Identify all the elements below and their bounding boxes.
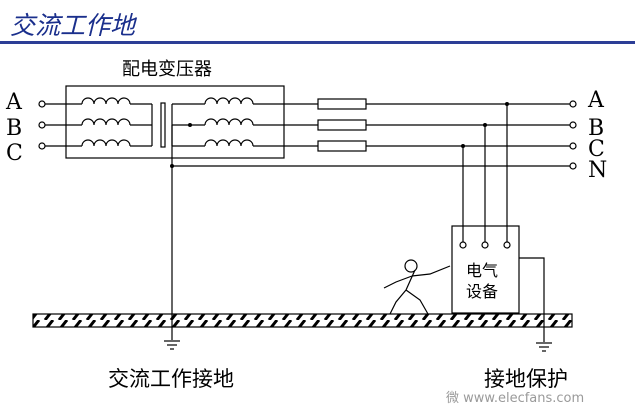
primary-coil-a	[81, 97, 131, 105]
output-phase-b-label: B	[588, 116, 604, 141]
fuse-b	[317, 119, 367, 131]
output-phase-a-label: A	[587, 88, 605, 113]
output-terminal-b	[569, 121, 577, 129]
primary-coil-b	[81, 118, 131, 126]
secondary-coil-a	[204, 97, 254, 105]
input-terminal-c	[38, 142, 46, 150]
secondary-coil-b	[204, 118, 254, 126]
person-figure	[383, 259, 451, 315]
output-terminal-c	[569, 142, 577, 150]
transformer-label: 配电变压器	[122, 59, 212, 80]
watermark: 微 www.elecfans.com	[446, 391, 584, 406]
earth-strip	[32, 313, 573, 328]
electrical-equipment-box	[451, 225, 520, 314]
input-phase-b-label: B	[6, 116, 22, 141]
equipment-label-line1: 电气	[466, 261, 498, 280]
input-terminal-a	[38, 100, 46, 108]
primary-coil-c	[81, 139, 131, 147]
output-neutral-label: N	[588, 158, 607, 183]
equipment-label-line2: 设备	[466, 282, 498, 301]
input-phase-a-label: A	[5, 90, 23, 115]
output-terminal-a	[569, 100, 577, 108]
input-phase-c-label: C	[6, 141, 23, 166]
transformer-box	[65, 85, 285, 159]
secondary-coil-c	[204, 139, 254, 147]
protective-ground-lead	[519, 257, 545, 342]
output-terminal-n	[569, 162, 577, 170]
title-underline	[0, 41, 635, 44]
fuse-c	[317, 140, 367, 152]
input-terminal-b	[38, 121, 46, 129]
output-phase-c-label: C	[588, 137, 605, 162]
transformer-core	[160, 102, 166, 148]
page-title: 交流工作地	[10, 11, 136, 40]
protective-ground-label: 接地保护	[484, 367, 568, 391]
fuse-a	[317, 98, 367, 110]
working-ground-label: 交流工作接地	[108, 367, 234, 391]
